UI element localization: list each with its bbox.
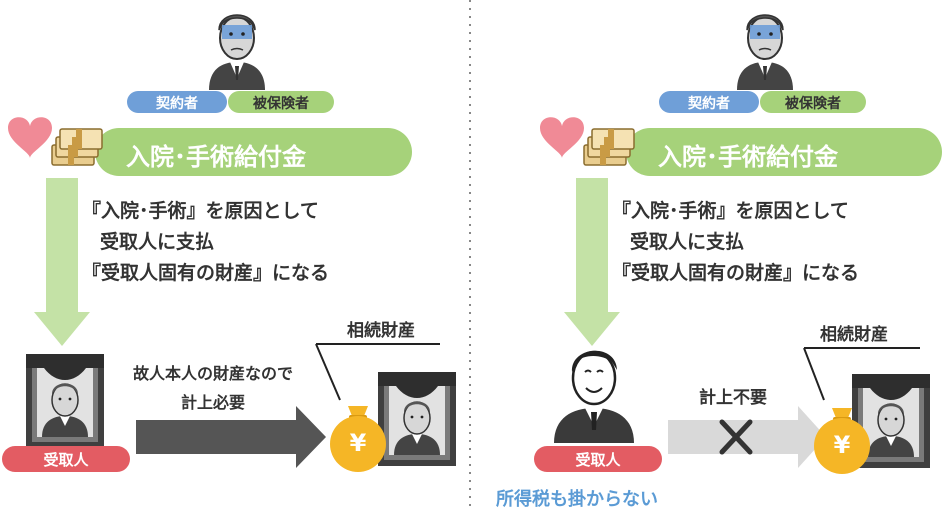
beneficiary-person-icon (552, 349, 636, 445)
insured-pill (228, 91, 334, 113)
arrow-note-line-1: 故人本人の財産なので (132, 364, 293, 383)
deceased-portrait-icon (25, 353, 105, 449)
estate-label: 相続財産 (820, 325, 888, 345)
down-arrow-head (34, 312, 90, 346)
explanation-line-1: 『入院･手術』を原因として (612, 200, 849, 222)
explanation-line-2: 受取人に支払 (100, 231, 215, 253)
contractor-label: 契約者 (156, 96, 198, 112)
insured-label: 被保険者 (253, 96, 309, 112)
arrow-note-line-1: 計上不要 (699, 388, 767, 408)
explanation-line-1: 『入院･手術』を原因として (82, 200, 319, 222)
dark-arrow-head (296, 406, 326, 468)
benefit-banner (95, 128, 412, 176)
benefit-title: 入院･手術給付金 (126, 143, 306, 171)
heart-icon (8, 117, 52, 158)
down-arrow-shaft (576, 178, 608, 312)
benefit-banner (626, 128, 942, 176)
down-arrow-head (564, 312, 620, 346)
right-scenario (534, 14, 942, 474)
beneficiary-label: 受取人 (43, 451, 89, 469)
footnote: 所得税も掛からない (496, 489, 658, 510)
money-bundle-icon (583, 128, 635, 166)
left-scenario (2, 14, 457, 472)
explanation-line-3: 『受取人固有の財産』になる (612, 262, 860, 284)
insured-label: 被保険者 (785, 96, 841, 112)
estate-callout-line (315, 343, 341, 401)
gray-arrow-head (798, 406, 826, 468)
dark-arrow-shaft (136, 420, 296, 454)
money-bundle-icon (51, 128, 103, 166)
estate-portrait-icon (377, 371, 457, 467)
estate-label: 相続財産 (347, 321, 415, 341)
heart-icon (540, 117, 584, 158)
beneficiary-pill (2, 446, 130, 472)
insured-person-icon (208, 14, 266, 91)
benefit-title: 入院･手術給付金 (658, 143, 838, 171)
insured-pill (760, 91, 866, 113)
contractor-pill (127, 91, 227, 113)
cross-icon (719, 419, 753, 455)
arrow-note-line-2: 計上必要 (180, 393, 245, 412)
down-arrow-shaft (46, 178, 78, 312)
explanation-line-2: 受取人に支払 (630, 231, 745, 253)
estate-callout-line (803, 347, 825, 401)
beneficiary-pill (534, 446, 662, 472)
contractor-pill (659, 91, 759, 113)
beneficiary-label: 受取人 (575, 451, 621, 469)
yen-symbol: ¥ (349, 429, 367, 457)
explanation-line-3: 『受取人固有の財産』になる (82, 262, 330, 284)
yen-symbol: ¥ (833, 431, 851, 459)
contractor-label: 契約者 (688, 96, 730, 112)
insured-person-icon (736, 14, 794, 91)
